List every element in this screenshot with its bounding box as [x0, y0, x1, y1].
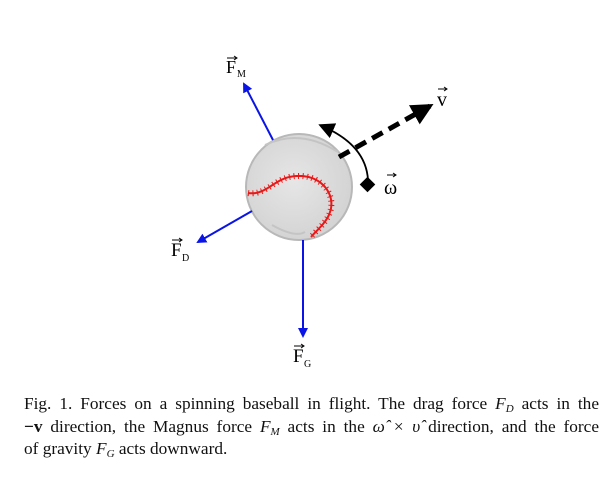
label-gravity-force: F G — [293, 343, 311, 370]
svg-text:F: F — [171, 240, 182, 261]
baseball — [245, 133, 353, 241]
label-magnus-force: F M — [226, 55, 246, 80]
velocity-arrow — [337, 103, 434, 160]
label-drag-force: F D — [171, 237, 189, 264]
figure-caption: Fig. 1. Forces on a spinning baseball in… — [24, 394, 600, 460]
spin-arc-arrow — [318, 123, 369, 181]
svg-text:F: F — [293, 346, 304, 367]
svg-text:F: F — [226, 57, 236, 77]
drag-force-arrow — [196, 210, 253, 243]
svg-text:D: D — [182, 253, 189, 264]
label-spin: ω — [384, 172, 397, 199]
svg-text:M: M — [237, 69, 246, 80]
svg-text:v: v — [437, 89, 447, 111]
baseball-force-diagram: F M F D F G v ω — [171, 55, 448, 370]
magnus-force-arrow — [243, 82, 274, 141]
label-velocity: v — [437, 86, 448, 111]
svg-text:G: G — [304, 359, 311, 370]
spin-axis-diamond — [359, 176, 376, 193]
svg-text:ω: ω — [384, 177, 397, 199]
